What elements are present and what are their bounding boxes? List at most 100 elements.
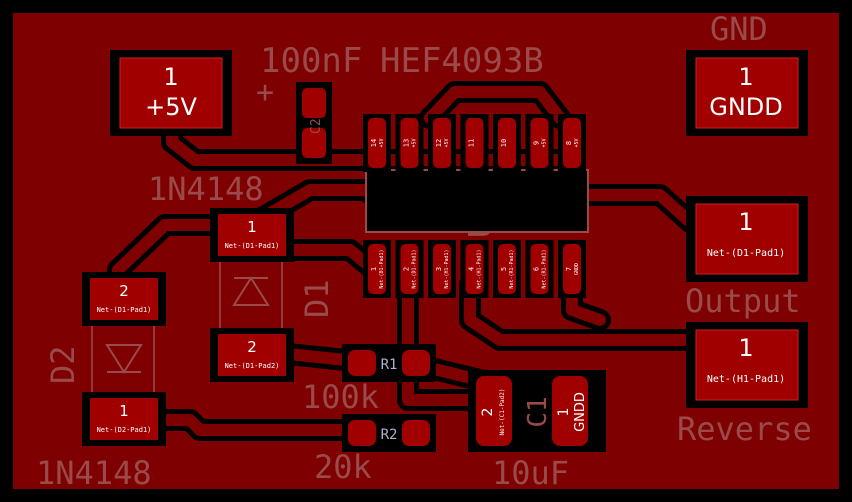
u1-pin-number: 13 <box>403 139 411 147</box>
u1-pin-top-11: 11 <box>460 114 489 172</box>
d1-arrow-icon <box>232 276 270 306</box>
u1-pin-top-14: 14+5V <box>363 114 391 172</box>
u1-pin-net: +5V <box>412 138 418 147</box>
r1-ref: R1 <box>381 357 398 373</box>
u1-pin-net: +5V <box>574 138 580 147</box>
u1-pin-pad <box>498 244 516 294</box>
d1-pad-2 <box>218 334 286 376</box>
c2-pad-1 <box>302 88 326 118</box>
c1-pad-2 <box>476 376 512 446</box>
u1-pin-net: Net-(D1-Pad1) <box>379 249 385 288</box>
output-pad <box>695 203 799 275</box>
reverse-pad-number: 1 <box>738 334 753 362</box>
r2-pad-1 <box>348 420 376 446</box>
r1-pad-1 <box>348 350 376 376</box>
power-pad <box>119 57 223 129</box>
d1-pad2-number: 2 <box>247 338 257 356</box>
u1-pin-top-12: 12+5V <box>428 114 456 172</box>
output-pad-net: Net-(D1-Pad1) <box>707 248 785 259</box>
u1-footprint <box>365 169 589 233</box>
r2-value: 20k <box>314 448 372 486</box>
u1-pin-net: Net-(D1-Pad1) <box>412 249 418 288</box>
u1-pin-top-9: 9+5V <box>525 114 554 172</box>
u1-pin-number: 14 <box>370 139 378 147</box>
c2-value: 100nF <box>260 41 362 81</box>
u1-pin-number: 10 <box>500 139 508 147</box>
u1-pin-net: +5V <box>379 138 385 147</box>
u1-pin-pad <box>433 244 451 294</box>
silkscreen: 100nF + HEF4093B GND 1N4148 Output Rever… <box>36 10 812 492</box>
u1-pin-net: GNDD <box>574 263 580 275</box>
d2-pad-2 <box>90 278 158 320</box>
d2-pad1-number: 1 <box>119 402 129 420</box>
pads: 1 +5V 1 GNDD 1 Net-(D1-Pad1) 1 Net-(H1-P… <box>82 50 808 452</box>
c1-pad2-net: Net-(C1-Pad2) <box>499 389 506 436</box>
trace-top-loop <box>424 86 566 124</box>
d1-ref: D1 <box>298 279 336 318</box>
c1-pad1-net: GNDD <box>573 392 588 432</box>
c1-pad2-number: 2 <box>480 408 496 417</box>
u1-pin-net: +5V <box>444 138 450 147</box>
u1-pin-pad <box>530 244 549 294</box>
u1-pin-number: 5 <box>500 267 508 271</box>
reverse-label: Reverse <box>677 410 812 448</box>
c2-ref: C2 <box>309 118 324 134</box>
d2-value: 1N4148 <box>36 454 152 492</box>
c1-pad-1 <box>552 376 588 446</box>
u1-pin-top-8: 8+5V <box>558 114 586 172</box>
trace-reverse <box>464 279 696 346</box>
r1-value: 100k <box>302 378 379 416</box>
u1-pin-number: 1 <box>370 267 378 271</box>
u1-pin-number: 9 <box>533 141 541 145</box>
u1-pin-net: Net-(R1-Pad1) <box>509 249 515 288</box>
d1-pad1-net: Net-(D1-Pad1) <box>225 242 280 250</box>
u1-pin-pad <box>498 118 516 168</box>
power-pad-number: 1 <box>163 63 178 91</box>
d1-value: 1N4148 <box>148 170 264 208</box>
u1-pin-number: 6 <box>533 267 541 271</box>
u1-pin-top-10: 10 <box>493 114 521 172</box>
gnd-pad <box>695 57 799 129</box>
power-pad-net: +5V <box>145 93 197 121</box>
u1-pin-number: 12 <box>435 139 443 147</box>
u1-pin-pad <box>400 244 419 294</box>
u1-pin-pad <box>563 244 581 294</box>
u1-pin-pad <box>368 244 386 294</box>
u1-pin-pad <box>465 244 484 294</box>
gnd-pad-net: GNDD <box>709 93 783 121</box>
c2-pad-2 <box>302 128 326 158</box>
u1-pin-number: 3 <box>435 267 443 271</box>
reverse-pad <box>695 329 799 401</box>
trace-c1 <box>402 279 496 406</box>
u1-pin-pad <box>368 118 386 168</box>
d2-ref: D2 <box>44 345 82 384</box>
r2-pad-2 <box>402 420 430 446</box>
d2-pad1-net: Net-(D2-Pad1) <box>97 426 152 434</box>
d2-pad2-number: 2 <box>119 282 129 300</box>
r2-ref: R2 <box>381 427 398 443</box>
trace-output <box>566 189 696 228</box>
u1-body <box>366 170 588 232</box>
d2-pad-1 <box>90 398 158 440</box>
u1-pin-pad <box>433 118 451 168</box>
u1-pin-pad <box>465 118 484 168</box>
d1-pad1-number: 1 <box>247 218 257 236</box>
u1-pin-number: 8 <box>565 141 573 145</box>
u1-value: HEF4093B <box>380 41 544 81</box>
d2-pad2-net: Net-(D1-Pad1) <box>97 306 152 314</box>
r1-pad-2 <box>402 350 430 376</box>
c2-polarity: + <box>256 75 274 110</box>
u1-pin-net: Net-(H1-Pad1) <box>477 249 483 288</box>
u1-pin-number: 4 <box>468 267 476 271</box>
d2-arrow-icon <box>105 344 143 374</box>
u1-pin-net: Net-(H1-Pad1) <box>444 249 450 288</box>
